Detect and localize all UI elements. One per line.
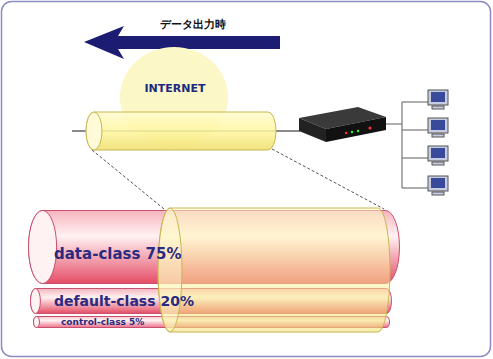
- cable: [72, 130, 300, 132]
- node-label: data-class 75%: [54, 247, 182, 262]
- zoom-line: [92, 150, 164, 209]
- class-band: control-class 5%: [33, 316, 390, 328]
- class-band: default-class 20%: [30, 288, 392, 314]
- class-band: data-class 75%: [28, 210, 400, 284]
- node-outline: [120, 47, 228, 147]
- lan-wires: [386, 102, 428, 188]
- node-label: INTERNET: [144, 83, 205, 94]
- internet-cloud: INTERNET: [120, 47, 228, 147]
- line-pipe: [86, 112, 276, 150]
- zoom-line: [272, 149, 384, 209]
- zoomed-pipe: [158, 208, 390, 332]
- node-label: default-class 20%: [54, 294, 194, 308]
- node-label: control-class 5%: [61, 318, 144, 327]
- pipe-end: [86, 112, 102, 150]
- pc-icons: [428, 90, 448, 195]
- arrow-label: データ出力時: [160, 19, 226, 30]
- router: [299, 107, 386, 142]
- zoomed-pipe-end: [158, 208, 182, 332]
